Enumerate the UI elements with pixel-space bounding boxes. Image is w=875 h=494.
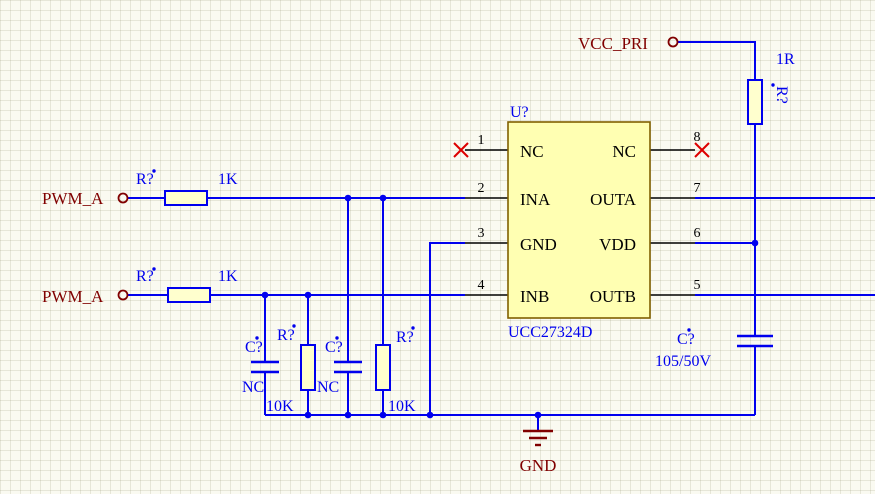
resistor-value[interactable]: 10K (388, 398, 416, 415)
port-circle[interactable] (667, 36, 679, 48)
resistor-r-ina-pull[interactable]: R? 10K (375, 326, 416, 415)
resistor-designator[interactable]: R? (136, 268, 154, 285)
gnd-power-port[interactable]: GND (520, 429, 557, 475)
pin-name: VDD (599, 235, 636, 254)
net-label-pwm-a-top[interactable]: PWM_A (42, 189, 104, 208)
capacitor-value[interactable]: NC (317, 379, 339, 396)
ic-ucc27324d[interactable]: U? UCC27324D 1 2 3 4 8 7 6 5 NC INA GND … (453, 104, 710, 341)
no-erc-cross-pin1[interactable] (453, 142, 469, 158)
pin-name: OUTA (590, 190, 637, 209)
resistor-body[interactable] (375, 344, 391, 391)
designator-dot (687, 328, 691, 332)
port-circle[interactable] (117, 192, 129, 204)
resistor-body[interactable] (167, 287, 211, 303)
pin-name: NC (612, 142, 636, 161)
net-label-vcc-pri[interactable]: VCC_PRI (578, 34, 648, 53)
junction-dot (344, 411, 352, 419)
junction-dot (344, 194, 352, 202)
resistor-body[interactable] (164, 190, 208, 206)
pin-number: 1 (478, 133, 485, 148)
capacitor-c-vdd[interactable]: C? 105/50V (655, 328, 773, 370)
ic-part-number[interactable]: UCC27324D (508, 324, 592, 341)
no-erc-cross-pin8[interactable] (694, 142, 710, 158)
junction-dot (261, 291, 269, 299)
resistor-value[interactable]: 10K (266, 398, 294, 415)
wire-gndpin-to-rail[interactable] (429, 242, 465, 415)
resistor-designator[interactable]: R? (773, 86, 790, 104)
ic-body[interactable] (507, 121, 651, 319)
designator-dot (411, 326, 415, 330)
designator-dot (255, 336, 259, 340)
designator-dot (292, 324, 296, 328)
junction-dot (751, 239, 759, 247)
capacitor-value[interactable]: NC (242, 379, 264, 396)
wire-vcc-to-resistor[interactable] (678, 41, 756, 80)
capacitor-designator[interactable]: C? (245, 339, 263, 356)
pin-number: 5 (694, 278, 701, 293)
resistor-designator[interactable]: R? (396, 329, 414, 346)
port-pwm-a-top[interactable]: PWM_A (42, 189, 129, 208)
resistor-r-inb[interactable]: R? 1K (136, 267, 238, 303)
pin-number: 6 (694, 226, 701, 241)
port-vcc-pri[interactable]: VCC_PRI (578, 34, 679, 53)
capacitor-designator[interactable]: C? (677, 331, 695, 348)
resistor-body[interactable] (747, 79, 763, 125)
resistor-value[interactable]: 1K (218, 171, 238, 188)
pin-number: 2 (478, 181, 485, 196)
designator-dot (152, 267, 156, 271)
ic-designator[interactable]: U? (510, 104, 529, 121)
resistor-designator[interactable]: R? (136, 171, 154, 188)
pin-name: INB (520, 287, 549, 306)
port-pwm-a-bottom[interactable]: PWM_A (42, 287, 129, 306)
capacitor-c-inb[interactable]: C? NC (242, 336, 279, 396)
pin-number: 4 (478, 278, 485, 293)
pin-number: 8 (694, 130, 701, 145)
pin-name: NC (520, 142, 544, 161)
junction-dot (426, 411, 434, 419)
port-circle[interactable] (117, 289, 129, 301)
junction-dot (304, 411, 312, 419)
cross-line (694, 142, 710, 158)
junction-dot (379, 194, 387, 202)
junction-dot (534, 411, 542, 419)
gnd-label[interactable]: GND (520, 456, 557, 475)
resistor-r-ina[interactable]: R? 1K (136, 169, 238, 206)
junction-dot (304, 291, 312, 299)
pin-number: 3 (478, 226, 485, 241)
net-label-pwm-a-bottom[interactable]: PWM_A (42, 287, 104, 306)
cross-line (453, 142, 469, 158)
resistor-body[interactable] (300, 344, 316, 391)
resistor-value[interactable]: 1R (776, 51, 795, 68)
capacitor-value[interactable]: 105/50V (655, 353, 711, 370)
resistor-designator[interactable]: R? (277, 327, 295, 344)
pin-name: OUTB (590, 287, 636, 306)
pin-name: INA (520, 190, 551, 209)
wires (128, 41, 875, 431)
resistor-value[interactable]: 1K (218, 268, 238, 285)
designator-dot (335, 336, 339, 340)
pin-name: GND (520, 235, 557, 254)
capacitor-designator[interactable]: C? (325, 339, 343, 356)
resistor-r-inb-pull[interactable]: R? 10K (266, 324, 316, 415)
pin-number: 7 (694, 181, 701, 196)
junction-dots (261, 194, 759, 419)
designator-dot (152, 169, 156, 173)
resistor-r-vcc[interactable]: R? 1R (747, 51, 795, 125)
capacitor-c-ina[interactable]: C? NC (317, 336, 362, 396)
junction-dot (379, 411, 387, 419)
designator-dot (771, 83, 775, 87)
